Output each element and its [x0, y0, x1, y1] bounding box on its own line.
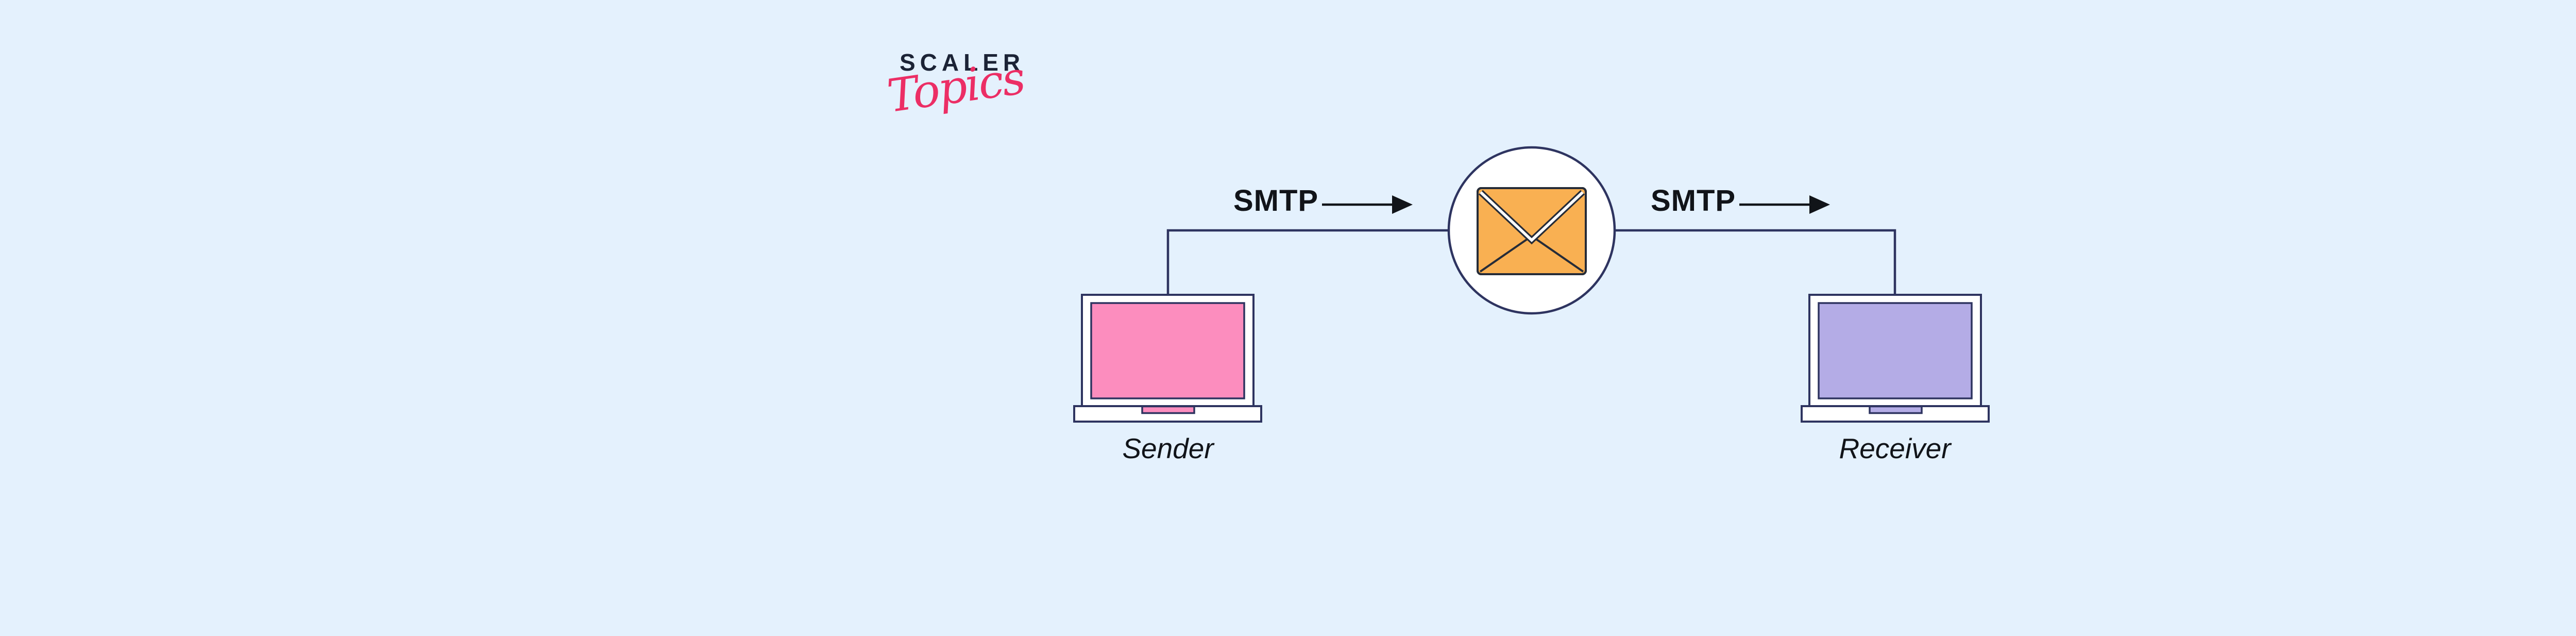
sender-label: Sender: [1122, 432, 1214, 464]
receiver-laptop-notch: [1869, 405, 1923, 414]
logo-brand-text: SCALER: [900, 49, 1025, 76]
sender-laptop-icon: [1073, 294, 1262, 423]
sender-laptop-notch: [1141, 405, 1195, 414]
receiver-laptop-icon: [1801, 294, 1990, 423]
smtp-label-left: SMTP: [1233, 184, 1319, 217]
smtp-label-right: SMTP: [1651, 184, 1736, 217]
arrow-right-icon: [1739, 195, 1830, 214]
mail-server-node: [1447, 146, 1616, 315]
connector-sender-to-server: [1166, 229, 1448, 295]
arrow-right-icon: [1322, 195, 1413, 214]
envelope-icon: [1477, 187, 1587, 275]
connector-server-to-receiver: [1616, 229, 1896, 295]
receiver-laptop-screen: [1818, 302, 1973, 399]
sender-laptop-screen: [1090, 302, 1245, 399]
receiver-label: Receiver: [1839, 432, 1951, 464]
